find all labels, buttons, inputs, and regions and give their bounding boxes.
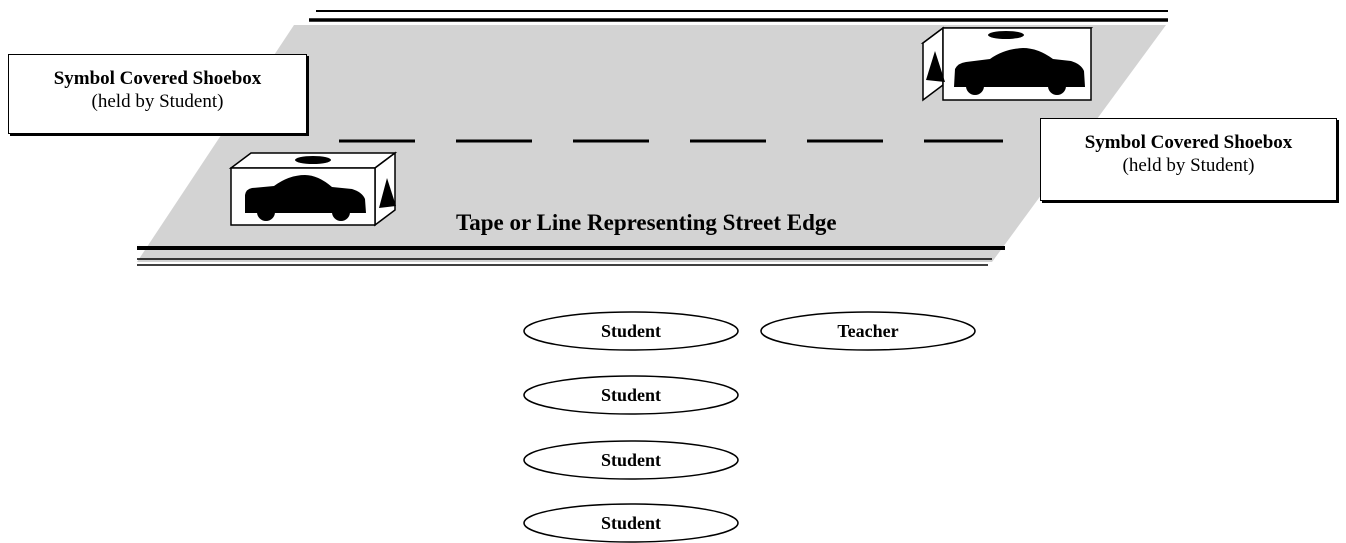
street-edge-label: Tape or Line Representing Street Edge (456, 210, 837, 235)
callout-subtitle: (held by Student) (1122, 155, 1255, 176)
callout-left: Symbol Covered Shoebox (held by Student) (8, 54, 307, 134)
student-label-3: Student (600, 449, 662, 470)
shoebox-left (228, 151, 398, 227)
callout-title: Symbol Covered Shoebox (53, 68, 262, 89)
callout-title: Symbol Covered Shoebox (1084, 132, 1293, 153)
student-oval-4 (523, 503, 739, 543)
teacher-oval (760, 311, 976, 351)
student-oval-1 (523, 311, 739, 351)
student-oval-2 (523, 375, 739, 415)
callout-subtitle: (held by Student) (91, 91, 224, 112)
shoebox-right (920, 26, 1094, 102)
student-label-1: Student (600, 320, 662, 341)
people-ovals (523, 311, 976, 543)
car-icon (954, 48, 1085, 95)
triangle-icon (926, 51, 945, 82)
student-label-4: Student (600, 512, 662, 533)
triangle-icon (379, 178, 396, 208)
teacher-label: Teacher (837, 320, 899, 341)
oval-icon (295, 156, 331, 164)
callout-right: Symbol Covered Shoebox (held by Student) (1040, 118, 1337, 201)
student-label-2: Student (600, 384, 662, 405)
oval-icon (988, 31, 1024, 39)
student-oval-3 (523, 440, 739, 480)
car-icon (245, 175, 366, 221)
